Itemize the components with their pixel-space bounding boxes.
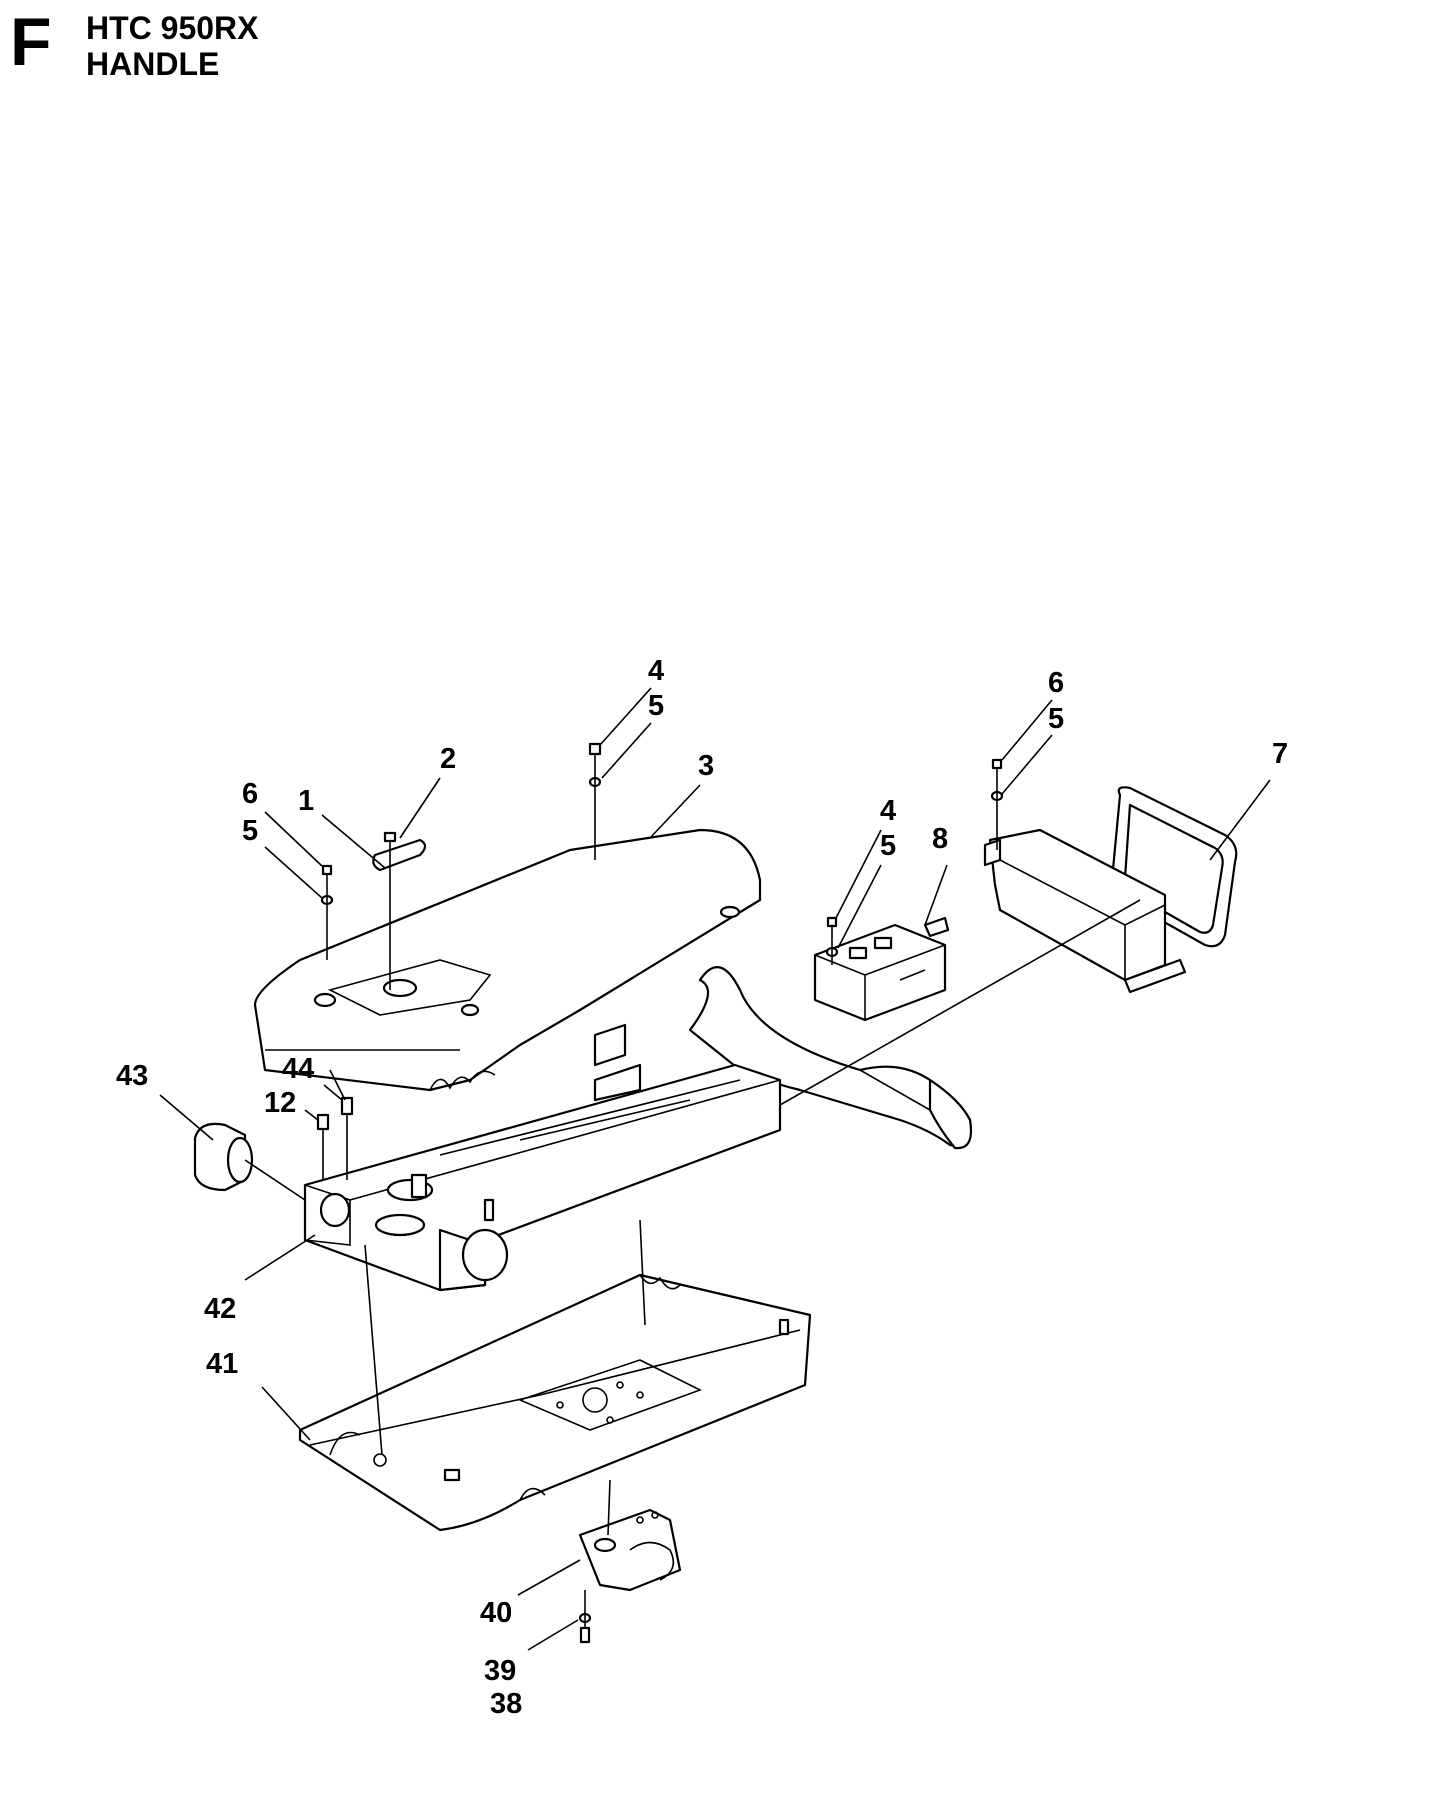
screw-38 — [579, 1626, 591, 1644]
callout-6-right: 6 — [1048, 667, 1064, 699]
callout-44: 44 — [282, 1053, 314, 1085]
callout-42: 42 — [204, 1293, 236, 1325]
part-8-switch-box — [813, 916, 950, 1022]
callout-3: 3 — [698, 750, 714, 782]
part-3-top-cover — [253, 828, 762, 1092]
screw-4-top — [588, 742, 602, 756]
assembly-name: HANDLE — [86, 46, 220, 82]
callout-41: 41 — [206, 1348, 238, 1380]
section-letter: F — [10, 4, 52, 80]
leader-lines — [159, 687, 1271, 1651]
callout-6-left: 6 — [242, 778, 258, 810]
screw-2 — [383, 831, 397, 843]
mounting-box — [983, 828, 1187, 994]
callout-12: 12 — [264, 1087, 296, 1119]
title-block: HTC 950RX HANDLE — [86, 10, 259, 82]
callout-7: 7 — [1272, 738, 1288, 770]
callout-5-mid: 5 — [880, 830, 896, 862]
screw-12 — [316, 1113, 330, 1131]
cover-brackets — [593, 1023, 642, 1102]
callout-8: 8 — [932, 823, 948, 855]
callout-38: 38 — [490, 1688, 522, 1720]
callout-5-right: 5 — [1048, 703, 1064, 735]
part-1-knob — [372, 838, 427, 872]
callout-43: 43 — [116, 1060, 148, 1092]
callout-2: 2 — [440, 743, 456, 775]
callout-labels: 1 2 3 4 5 6 5 6 5 7 4 5 8 43 44 12 42 41… — [116, 655, 1288, 1720]
screw-4-mid — [826, 916, 838, 928]
assembly-lines — [244, 754, 1141, 1628]
part-42-frame — [303, 1063, 782, 1292]
callout-4-top: 4 — [648, 655, 664, 687]
screw-6-right — [991, 758, 1003, 770]
callout-4-mid: 4 — [880, 795, 896, 827]
callout-39: 39 — [484, 1655, 516, 1687]
part-43-end-cap — [193, 1122, 254, 1192]
callout-5-left: 5 — [242, 815, 258, 847]
screw-44 — [340, 1096, 354, 1116]
model-name: HTC 950RX — [86, 10, 259, 46]
callout-1: 1 — [298, 785, 314, 817]
screw-6-left — [321, 864, 333, 876]
callout-5-top: 5 — [648, 690, 664, 722]
handle-tube — [688, 966, 973, 1150]
part-41-bottom-tray — [298, 1273, 812, 1532]
callout-40: 40 — [480, 1597, 512, 1629]
part-40-bracket — [578, 1508, 682, 1592]
